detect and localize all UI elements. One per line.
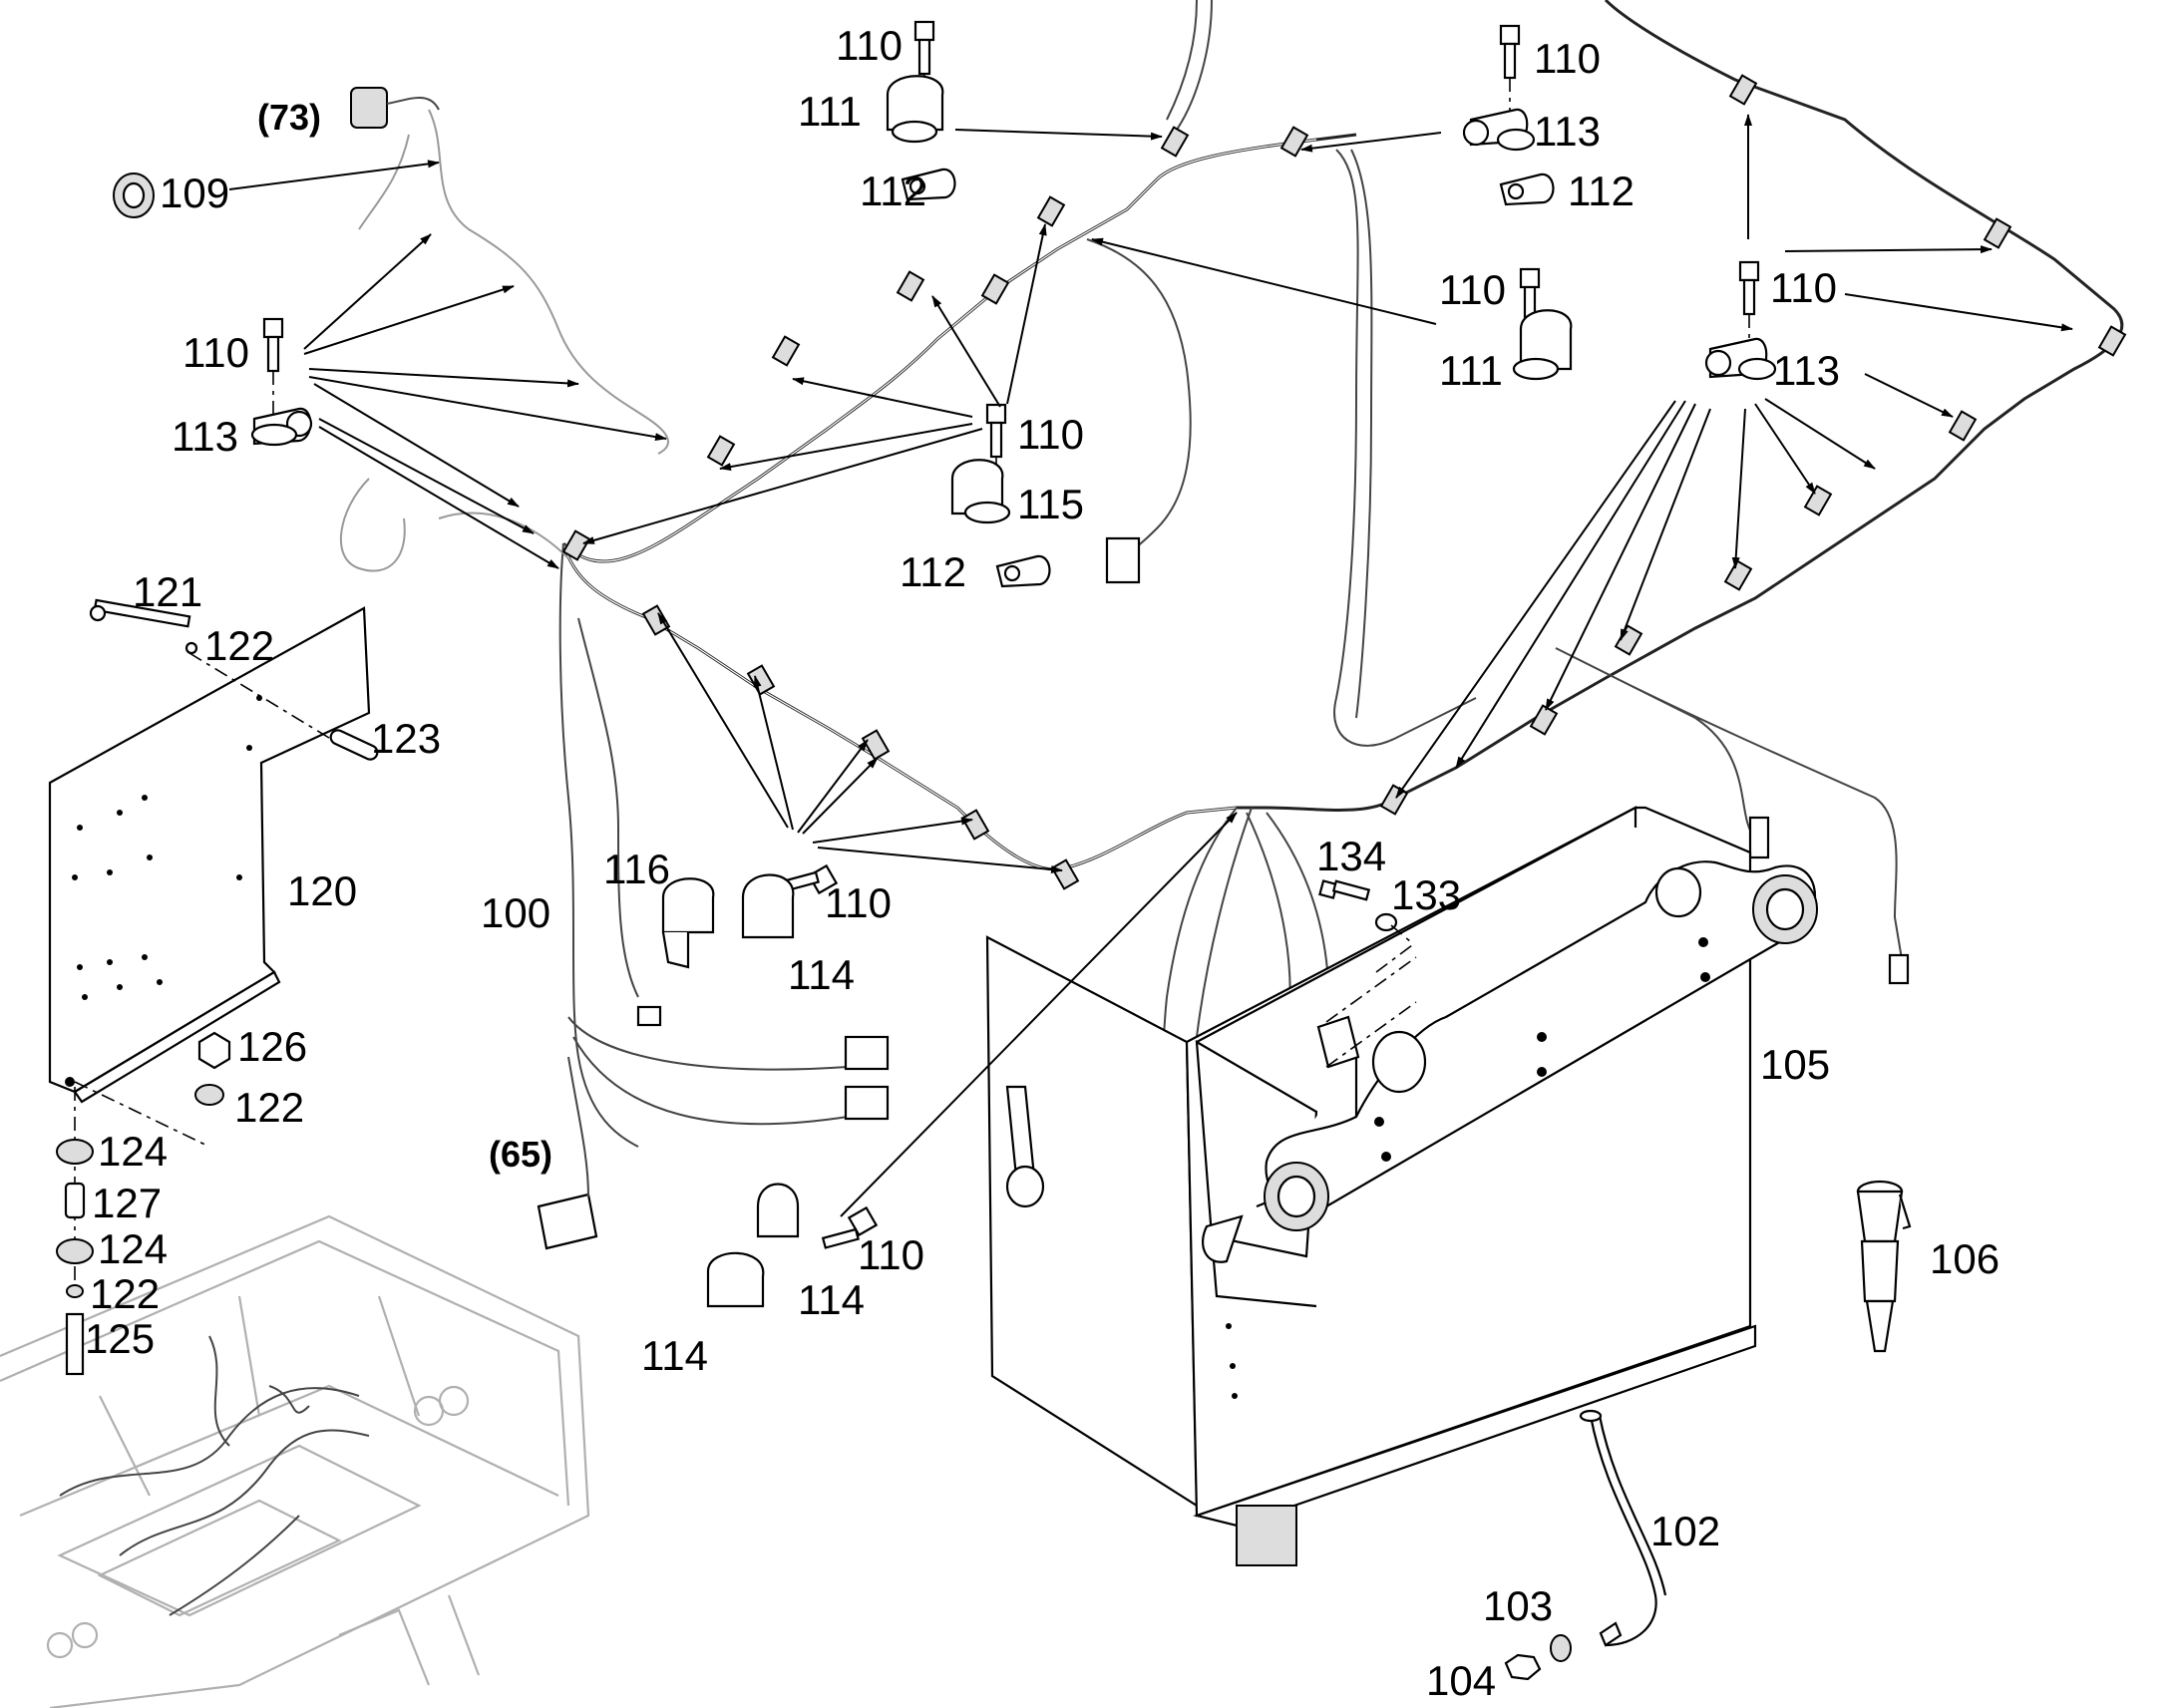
ground-cable-102 [1504,1409,1667,1681]
callout-110: 110 [182,329,249,376]
callout-111: 111 [798,88,862,135]
callout-122: 122 [204,622,274,669]
callout-124: 124 [98,1128,168,1175]
callout-100: 100 [481,889,550,936]
callout-73: (73) [257,97,321,138]
callout-122: 122 [90,1270,160,1317]
callout-110: 110 [1770,264,1837,311]
main-wiring-harness [339,0,2127,1247]
callout-114: 114 [788,951,855,998]
callout-122: 122 [234,1084,304,1131]
clamp-icons [250,75,1777,1308]
connector-block [636,1005,662,1027]
callout-114: 114 [641,1332,708,1379]
connector-block [844,1085,890,1121]
callout-121: 121 [133,568,202,615]
callout-114: 114 [798,1276,865,1323]
callout-125: 125 [85,1315,155,1362]
callout-110: 110 [1017,411,1084,458]
callout-103: 103 [1483,1582,1553,1629]
fuse-holder-106 [1856,1180,1912,1353]
callout-104: 104 [1426,1657,1496,1704]
connector-block [1105,536,1141,584]
connector-65 [537,1056,598,1250]
callout-123: 123 [371,715,441,762]
mounting-plate-120 [48,598,379,1376]
connector-block [844,1035,890,1071]
callout-109: 109 [160,170,229,216]
callout-112: 112 [1568,168,1635,214]
plug-73 [350,87,440,129]
callout-124: 124 [98,1225,168,1272]
callout-105: 105 [1760,1041,1830,1088]
battery-box-105 [985,806,1818,1566]
callout-126: 126 [237,1023,307,1070]
callout-115: 115 [1017,481,1084,527]
connector-block [1888,953,1910,985]
callout-110: 110 [836,22,903,69]
callout-110: 110 [825,879,892,926]
connector-block [1748,816,1770,859]
callout-65: (65) [489,1134,552,1175]
callout-120: 120 [287,867,357,914]
callout-labels: (73) (65) 109 110 111 112 110 113 112 11… [85,22,1999,1704]
callout-133: 133 [1391,871,1461,918]
leader-arrows [228,114,2073,1217]
callout-113: 113 [1773,347,1840,394]
callout-110: 110 [1534,35,1601,82]
callout-113: 113 [172,413,238,460]
callout-116: 116 [603,846,670,892]
callout-113: 113 [1534,108,1601,155]
callout-111: 111 [1439,347,1503,394]
grommet-109 [113,172,155,218]
callout-134: 134 [1316,833,1386,879]
callout-106: 106 [1930,1235,1999,1282]
machine-frame-base [0,1214,590,1708]
bolt-icons [262,20,1760,1249]
callout-110: 110 [858,1231,924,1278]
callout-112: 112 [900,548,966,595]
callout-110: 110 [1439,266,1506,313]
callout-102: 102 [1650,1508,1720,1554]
callout-112: 112 [860,168,926,214]
bolt-134-washer-133 [1318,879,1417,973]
callout-127: 127 [92,1180,162,1226]
